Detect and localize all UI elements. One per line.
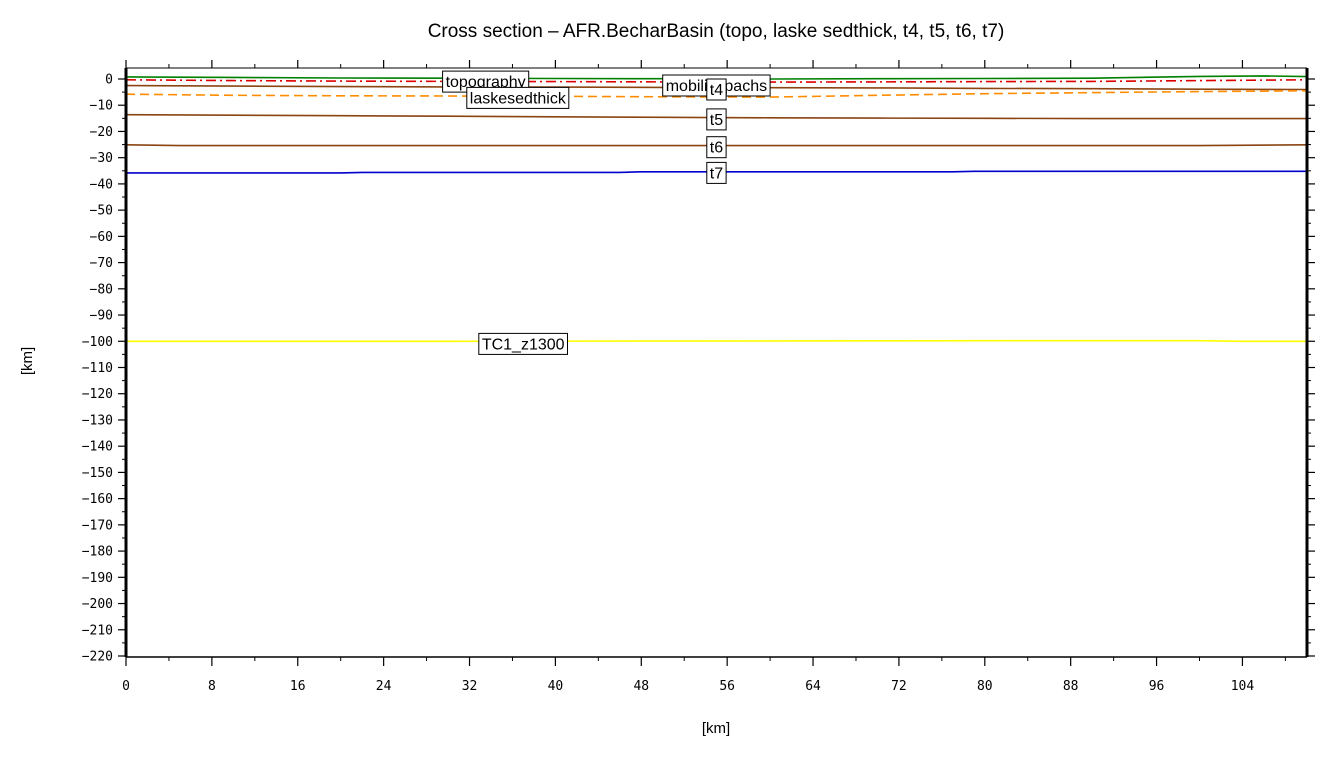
y-tick-label: −10 xyxy=(90,99,113,114)
y-tick-label: −150 xyxy=(82,466,113,481)
series-label-box xyxy=(706,78,727,101)
x-tick-label: 104 xyxy=(1231,679,1255,694)
series-label-text: t6 xyxy=(710,140,723,157)
x-tick-label: 0 xyxy=(122,679,130,694)
series-label-tc1-z1300: TC1_z1300 xyxy=(478,332,568,355)
x-tick-label: 64 xyxy=(805,679,821,694)
y-tick-label: −130 xyxy=(82,413,113,428)
series-labels: topographymobilisopachst4laskesedthickt5… xyxy=(442,70,771,355)
series-label-text: t5 xyxy=(710,112,723,129)
y-tick-label: −190 xyxy=(82,571,113,586)
series-label-box xyxy=(478,332,568,355)
x-axis-label: [km] xyxy=(702,720,730,737)
y-tick-label: −200 xyxy=(82,597,113,612)
series-label-text: TC1_z1300 xyxy=(482,336,565,353)
series-label-t7: t7 xyxy=(706,161,727,184)
series-label-text: topography xyxy=(446,74,526,91)
series-label-topography: topography xyxy=(442,70,530,93)
series-line-t6 xyxy=(125,144,1307,147)
x-tick-label: 88 xyxy=(1063,679,1079,694)
y-tick-label: −210 xyxy=(82,623,113,638)
x-tick-label: 8 xyxy=(208,679,216,694)
series-line-t7 xyxy=(126,170,1307,174)
series-label-laskesedthick: laskesedthick xyxy=(466,86,570,109)
series-label-box xyxy=(706,136,727,159)
series-label-text: t4 xyxy=(710,82,723,99)
y-tick-label: −70 xyxy=(90,256,113,271)
x-tick-label: 16 xyxy=(290,679,306,694)
series-label-box xyxy=(706,108,727,131)
x-tick-label: 56 xyxy=(719,679,735,694)
x-tick-label: 32 xyxy=(462,679,478,694)
y-tick-label: −140 xyxy=(82,440,113,455)
y-tick-label: −30 xyxy=(90,151,113,166)
x-tick-label: 96 xyxy=(1149,679,1165,694)
y-tick-label: −60 xyxy=(90,230,113,245)
x-tick-label: 80 xyxy=(977,679,993,694)
series-layer xyxy=(125,75,1307,343)
series-label-t5: t5 xyxy=(706,108,727,131)
series-line-tc1-z1300 xyxy=(126,339,1307,343)
x-tick-label: 48 xyxy=(633,679,649,694)
y-tick-label: 0 xyxy=(105,73,113,88)
chart-title: Cross section – AFR.BecharBasin (topo, l… xyxy=(428,21,1005,42)
x-tick-label: 72 xyxy=(891,679,907,694)
y-tick-label: −80 xyxy=(90,282,113,297)
x-tick-label: 24 xyxy=(376,679,392,694)
series-label-box xyxy=(706,161,727,184)
y-tick-label: −40 xyxy=(90,177,113,192)
y-tick-label: −180 xyxy=(82,545,113,560)
series-label-box xyxy=(466,86,570,109)
plot-frame: 0 −10 −20 −30 −40 −50 −60 −70 −80 −90 −100 −110 −120… xyxy=(82,60,1315,694)
series-label-t6: t6 xyxy=(706,136,727,159)
y-tick-label: −220 xyxy=(82,649,113,664)
y-tick-label: −90 xyxy=(90,309,113,324)
series-label-text: laskesedthick xyxy=(470,90,567,107)
y-tick-label: −20 xyxy=(90,125,113,140)
y-axis-label: [km] xyxy=(19,347,36,375)
y-tick-label: −50 xyxy=(90,204,113,219)
y-tick-label: −170 xyxy=(82,518,113,533)
x-tick-label: 40 xyxy=(548,679,564,694)
y-tick-label: −100 xyxy=(82,335,113,350)
y-tick-label: −110 xyxy=(82,361,113,376)
series-line-mobilisopachs xyxy=(125,79,1307,83)
y-tick-label: −160 xyxy=(82,492,113,507)
series-label-t4: t4 xyxy=(706,78,727,101)
y-tick-label: −120 xyxy=(82,387,113,402)
series-label-text: t7 xyxy=(710,165,723,182)
